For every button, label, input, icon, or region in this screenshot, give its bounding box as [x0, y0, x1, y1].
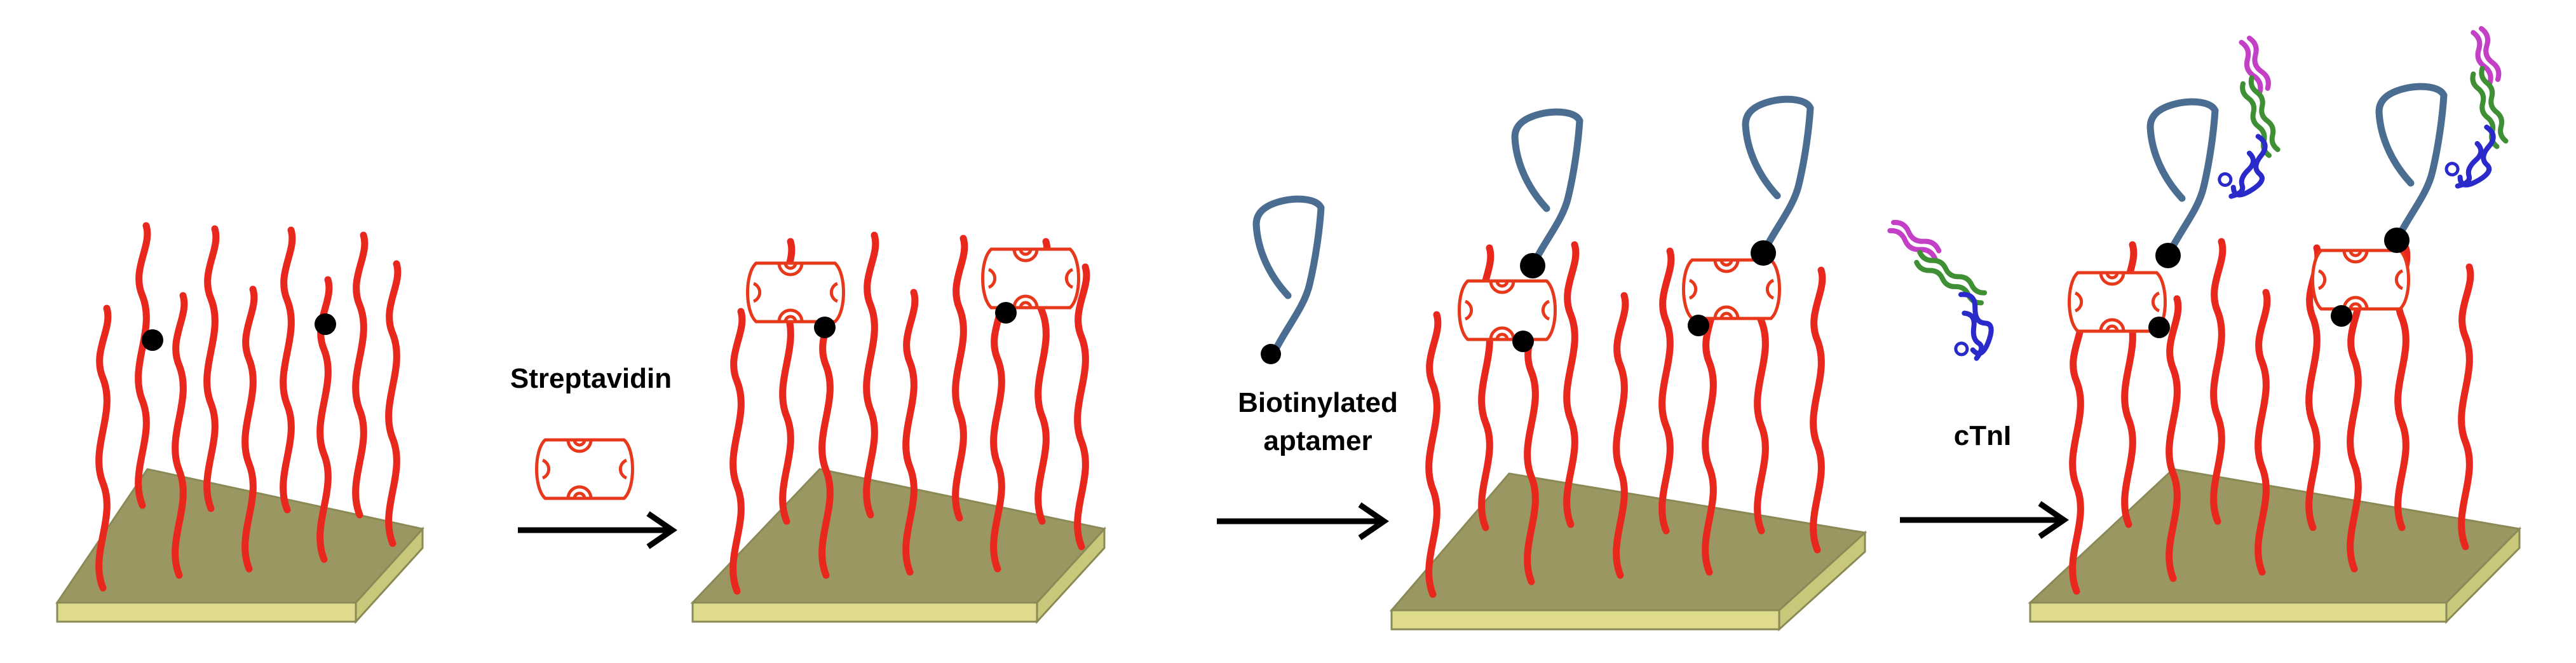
- substrate-plate: [55, 468, 424, 624]
- streptavidin-icon: [1684, 260, 1780, 318]
- biotin-dot: [1512, 331, 1534, 352]
- substrate-plate: [1389, 472, 1868, 632]
- biotin-dot: [814, 317, 836, 338]
- biotin-dot: [1520, 253, 1545, 278]
- step-3-label: cTnI: [1954, 420, 2011, 451]
- panel-1: [55, 226, 424, 624]
- step-2-label-line-2: aptamer: [1263, 425, 1372, 456]
- biotin-dot: [1751, 240, 1776, 266]
- step-1: Streptavidin: [510, 363, 677, 549]
- panel-2: [690, 235, 1106, 624]
- biotin-dot: [995, 302, 1017, 324]
- biotin-dot: [315, 313, 336, 335]
- streptavidin-icon: [748, 263, 844, 322]
- biotin-dot: [1688, 315, 1709, 336]
- streptavidin-icon: [537, 440, 633, 498]
- substrate-plate: [2028, 468, 2522, 624]
- streptavidin-icon: [2313, 250, 2409, 309]
- biotin-dot: [2331, 305, 2352, 327]
- biotin-dot: [2148, 317, 2170, 338]
- biotin-dot: [142, 329, 163, 351]
- step-2-label-line-1: Biotinylated: [1238, 387, 1398, 418]
- step-2: Biotinylated aptamer: [1217, 199, 1398, 540]
- ctni-protein-icon: [1853, 220, 2018, 364]
- panel-4: [2028, 27, 2529, 624]
- streptavidin-icon: [983, 249, 1079, 308]
- panel-3: [1389, 99, 1868, 632]
- streptavidin-icon: [1460, 281, 1556, 339]
- step-1-label: Streptavidin: [510, 363, 672, 394]
- biotin-dot: [2155, 243, 2181, 268]
- ctni-protein-icon: [2177, 37, 2301, 200]
- aptamer-icon: [2150, 102, 2215, 256]
- biotin-dot: [1261, 344, 1281, 364]
- right-arrow-icon: [1900, 501, 2069, 539]
- aptamer-icon: [1256, 199, 1321, 353]
- aptamer-icon: [1746, 99, 1810, 253]
- right-arrow-icon: [1217, 502, 1389, 540]
- ctni-protein-icon: [2408, 27, 2529, 189]
- step-3: cTnI: [1853, 220, 2069, 539]
- aptamer-icon: [1515, 112, 1580, 266]
- biotin-dot: [2384, 228, 2410, 253]
- substrate-plate: [690, 468, 1106, 624]
- right-arrow-icon: [518, 511, 677, 549]
- aptamer-icon: [2379, 86, 2444, 240]
